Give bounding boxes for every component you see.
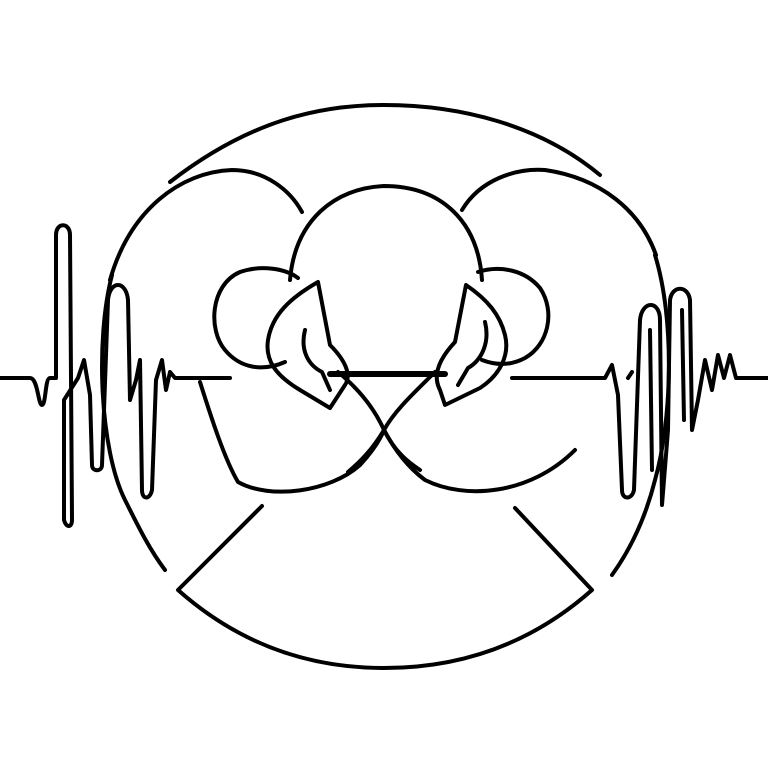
- heartbeat-left: [0, 223, 232, 528]
- right-lobe: [460, 167, 658, 257]
- heartbeat-right: [510, 286, 768, 507]
- outer-circle-top-arc: [168, 103, 602, 184]
- right-hand-inner: [456, 320, 489, 387]
- right-hand: [434, 283, 509, 407]
- outer-circle-left-arc: [100, 273, 167, 572]
- bottom-fan: [176, 504, 594, 670]
- left-lobe: [108, 168, 304, 282]
- right-ear-loop: [476, 267, 551, 366]
- left-swoop: [198, 380, 386, 494]
- left-ear-loop: [212, 266, 300, 370]
- heartbeat-right-detail: [626, 308, 686, 472]
- cross-line-b: [346, 370, 437, 474]
- central-head: [288, 184, 484, 282]
- left-hand: [265, 280, 350, 410]
- outer-circle-right-arc: [610, 253, 671, 577]
- left-hand-inner: [301, 328, 332, 392]
